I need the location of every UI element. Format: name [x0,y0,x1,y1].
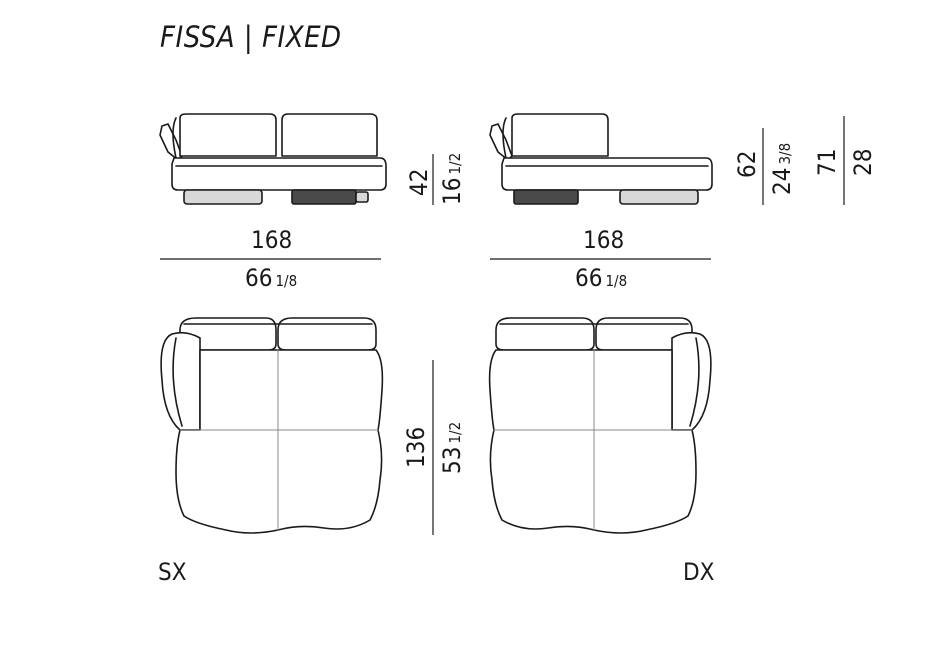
sx-plan-drawing [160,317,384,534]
right-width-inches-frac: 1/8 [605,272,628,290]
plan-depth-cm: 136 [402,426,430,468]
left-elevation-drawing [159,113,387,205]
sx-label: SX [158,558,187,586]
left-width-inches-whole: 66 [245,264,273,292]
left-width-inches-frac: 1/8 [275,272,298,290]
left-height-inches: 161/2 [438,153,466,205]
right-elevation-drawing [489,113,713,205]
right-width-cm: 168 [583,226,625,254]
right-back-height-cm: 62 [733,150,761,178]
left-height-inches-frac: 1/2 [446,152,464,175]
left-height-inches-whole: 16 [438,177,466,205]
plan-depth-inches-frac: 1/2 [446,421,464,444]
plan-depth-inches: 531/2 [438,422,466,474]
right-back-height-inches-whole: 24 [768,167,796,195]
dx-plan-drawing [488,317,712,534]
right-width-inches-whole: 66 [575,264,603,292]
left-height-cm: 42 [405,168,433,196]
plan-depth-inches-whole: 53 [438,446,466,474]
left-width-cm: 168 [251,226,293,254]
right-total-height-cm: 71 [813,148,841,176]
right-total-height-inches: 28 [849,148,877,176]
dx-label: DX [683,558,715,586]
right-back-height-inches: 243/8 [768,143,796,195]
right-back-height-inches-frac: 3/8 [776,142,794,165]
page-title: FISSA | FIXED [160,20,342,54]
